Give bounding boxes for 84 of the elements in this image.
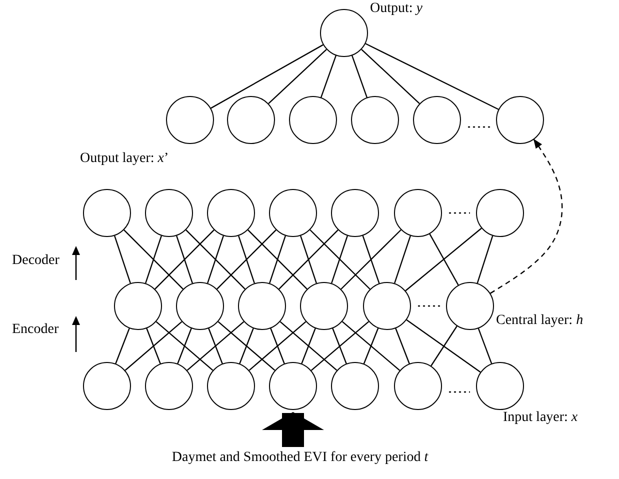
connection-line xyxy=(320,55,337,98)
connection-line xyxy=(351,55,368,98)
neuron-circle xyxy=(145,362,193,410)
connection-line xyxy=(186,321,244,371)
neuron-circle xyxy=(351,96,399,144)
connection-line xyxy=(332,328,347,364)
neuron-circle xyxy=(394,189,442,237)
connection-line xyxy=(115,328,130,364)
neuron-circle xyxy=(363,282,411,330)
decoder-label: Decoder xyxy=(12,253,60,270)
connection-line xyxy=(365,43,499,110)
neuron-circle xyxy=(114,282,162,330)
connection-line xyxy=(216,230,276,290)
connection-line xyxy=(218,321,276,371)
connection-line xyxy=(269,236,286,284)
connection-line xyxy=(239,328,254,364)
neuron-circle xyxy=(300,282,348,330)
encoder-label: Encoder xyxy=(12,322,59,339)
connection-line xyxy=(176,236,193,284)
connection-line xyxy=(124,230,184,290)
block-arrow xyxy=(262,412,324,447)
connection-line xyxy=(280,321,338,371)
neuron-circle xyxy=(83,189,131,237)
connection-line xyxy=(207,236,224,284)
connection-line xyxy=(124,321,182,371)
neuron-circle xyxy=(446,282,494,330)
connection-line xyxy=(156,321,214,371)
layer-label: Output layer: x’ xyxy=(80,151,169,168)
layer-label: Input layer: x xyxy=(503,410,578,427)
connection-line xyxy=(238,236,255,284)
neuron-circle xyxy=(83,362,131,410)
neuron-circle xyxy=(289,96,337,144)
connection-line xyxy=(430,326,458,366)
neuron-circle xyxy=(476,362,524,410)
connection-line xyxy=(114,236,131,284)
connection-line xyxy=(248,321,306,371)
connection-line xyxy=(186,230,246,290)
connection-line xyxy=(342,321,400,371)
connection-line xyxy=(154,230,214,290)
neuron-circle xyxy=(269,189,317,237)
input-data-label: Daymet and Smoothed EVI for every period t xyxy=(172,450,428,466)
connection-line xyxy=(210,44,324,109)
connection-line xyxy=(340,229,402,290)
neuron-circle xyxy=(331,189,379,237)
connection-line xyxy=(363,328,379,364)
connection-line xyxy=(331,236,348,284)
connection-line xyxy=(268,48,327,104)
arrow xyxy=(490,138,563,294)
connection-line xyxy=(248,230,308,290)
neuron-circle xyxy=(476,189,524,237)
connection-line xyxy=(300,236,317,284)
connection-line xyxy=(362,236,380,284)
connection-line xyxy=(145,236,162,284)
connection-line xyxy=(478,328,492,364)
connection-line xyxy=(310,229,370,290)
neuron-circle xyxy=(227,96,275,144)
connection-line xyxy=(405,228,482,292)
connection-line xyxy=(301,328,316,364)
neuron-circle xyxy=(238,282,286,330)
neuron-circle xyxy=(320,9,368,57)
connection-line xyxy=(208,328,223,364)
connection-line xyxy=(361,48,420,104)
connection-line xyxy=(177,328,192,364)
neuron-circle xyxy=(331,362,379,410)
layer-label: Central layer: h xyxy=(496,313,584,330)
layer-label: Output: y xyxy=(370,1,422,18)
neuron-circle xyxy=(145,189,193,237)
neuron-circle xyxy=(269,362,317,410)
connection-line xyxy=(429,234,459,286)
connection-line xyxy=(395,328,410,364)
connection-line xyxy=(406,319,481,373)
connection-line xyxy=(476,236,494,284)
connection-line xyxy=(394,236,411,284)
neuron-circle xyxy=(207,362,255,410)
neuron-circle xyxy=(413,96,461,144)
neuron-circle xyxy=(496,96,544,144)
neuron-circle xyxy=(207,189,255,237)
connection-line xyxy=(146,328,161,364)
connection-line xyxy=(278,230,338,290)
connection-line xyxy=(310,321,370,371)
connection-line xyxy=(270,328,285,364)
neuron-circle xyxy=(176,282,224,330)
neuron-circle xyxy=(166,96,214,144)
neuron-circle xyxy=(394,362,442,410)
